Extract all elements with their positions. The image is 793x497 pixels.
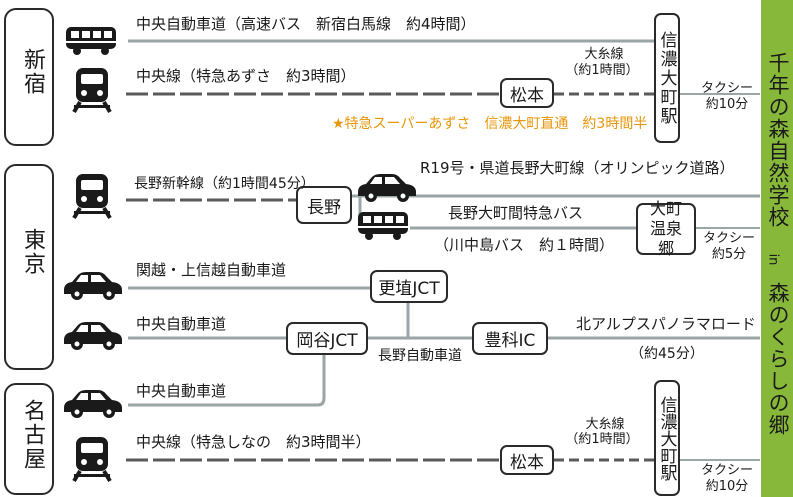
route-label-r19: R19号・県道長野大町線（オリンピック道路） [420,159,735,177]
route-label-nagoya-highway: 中央自動車道 [136,382,227,400]
car-icon [64,272,122,300]
origin-tokyo-label: 東京 [20,228,45,276]
station-nagano: 長野 [296,186,352,224]
station-omachi-onsenkyo: 大町温泉郷 [636,199,696,258]
bus-icon [66,27,116,55]
oito-line-label: 大糸線 [584,47,624,62]
route-label-nagano-bus: 長野大町間特急バス [448,204,584,222]
oito-time-label: （約1時間） [565,63,639,78]
origin-shinjuku-label: 新宿 [20,48,45,96]
train-icon [72,172,112,220]
route-label-chuo-highway: 中央自動車道 [136,315,227,333]
taxi-time-label: 約10分 [705,479,749,494]
origin-shinjuku: 新宿 [4,8,54,146]
destination-name-bottom: 森のくらしの郷 [766,282,790,436]
station-matsumoto: 松本 [500,445,554,475]
junction-okaya: 岡谷JCT [286,322,368,355]
destination-name-top: 千年の森自然学校 [766,52,790,228]
route-label-nagano-expressway: 長野自動車道 [378,348,462,364]
route-label-shinjuku-train: 中央線（特急あずさ 約3時間） [136,67,356,85]
oito-line-label: 大糸線 [585,417,625,432]
destination-bar: 千年の森自然学校 in 森のくらしの郷 [761,0,793,497]
taxi-label: タクシー [700,463,753,478]
station-matsumoto: 松本 [500,78,554,108]
origin-tokyo: 東京 [4,164,54,370]
route-label-bus-company: （川中島バス 約１時間） [434,236,615,254]
origin-nagoya-label: 名古屋 [20,399,45,471]
origin-nagoya: 名古屋 [4,383,54,495]
route-label-shinjuku-bus: 中央自動車道（高速バス 新宿白馬線 約4時間） [136,15,476,33]
station-shinano-omachi: 信濃大町駅 [654,13,680,143]
route-label-nagoya-train: 中央線（特急しなの 約3時間半） [136,433,371,451]
taxi-label: タクシー [702,231,755,246]
destination-connector: in [765,253,781,266]
junction-koshoku: 更埴JCT [370,270,448,303]
route-label-shinkansen: 長野新幹線（約1時間45分） [134,176,315,192]
route-label-kanetsu: 関越・上信越自動車道 [136,261,287,279]
car-icon [64,390,122,418]
car-icon [358,174,416,202]
route-label-alps-road: 北アルプスパノラマロード [576,315,756,333]
train-icon [72,435,112,483]
taxi-label: タクシー [700,81,753,96]
oito-time-label: （約1時間） [565,432,639,447]
taxi-time-label: 約10分 [705,97,749,112]
bus-icon [358,212,408,240]
station-shinano-omachi: 信濃大町駅 [654,380,680,496]
interchange-toyoshina: 豊科IC [472,322,548,355]
train-icon [72,66,112,114]
express-note: ★特急スーパーあずさ 信濃大町直通 約3時間半 [332,116,648,132]
route-label-alps-time: （約45分） [630,346,704,362]
car-icon [64,322,122,350]
taxi-time-label: 約5分 [711,247,747,262]
